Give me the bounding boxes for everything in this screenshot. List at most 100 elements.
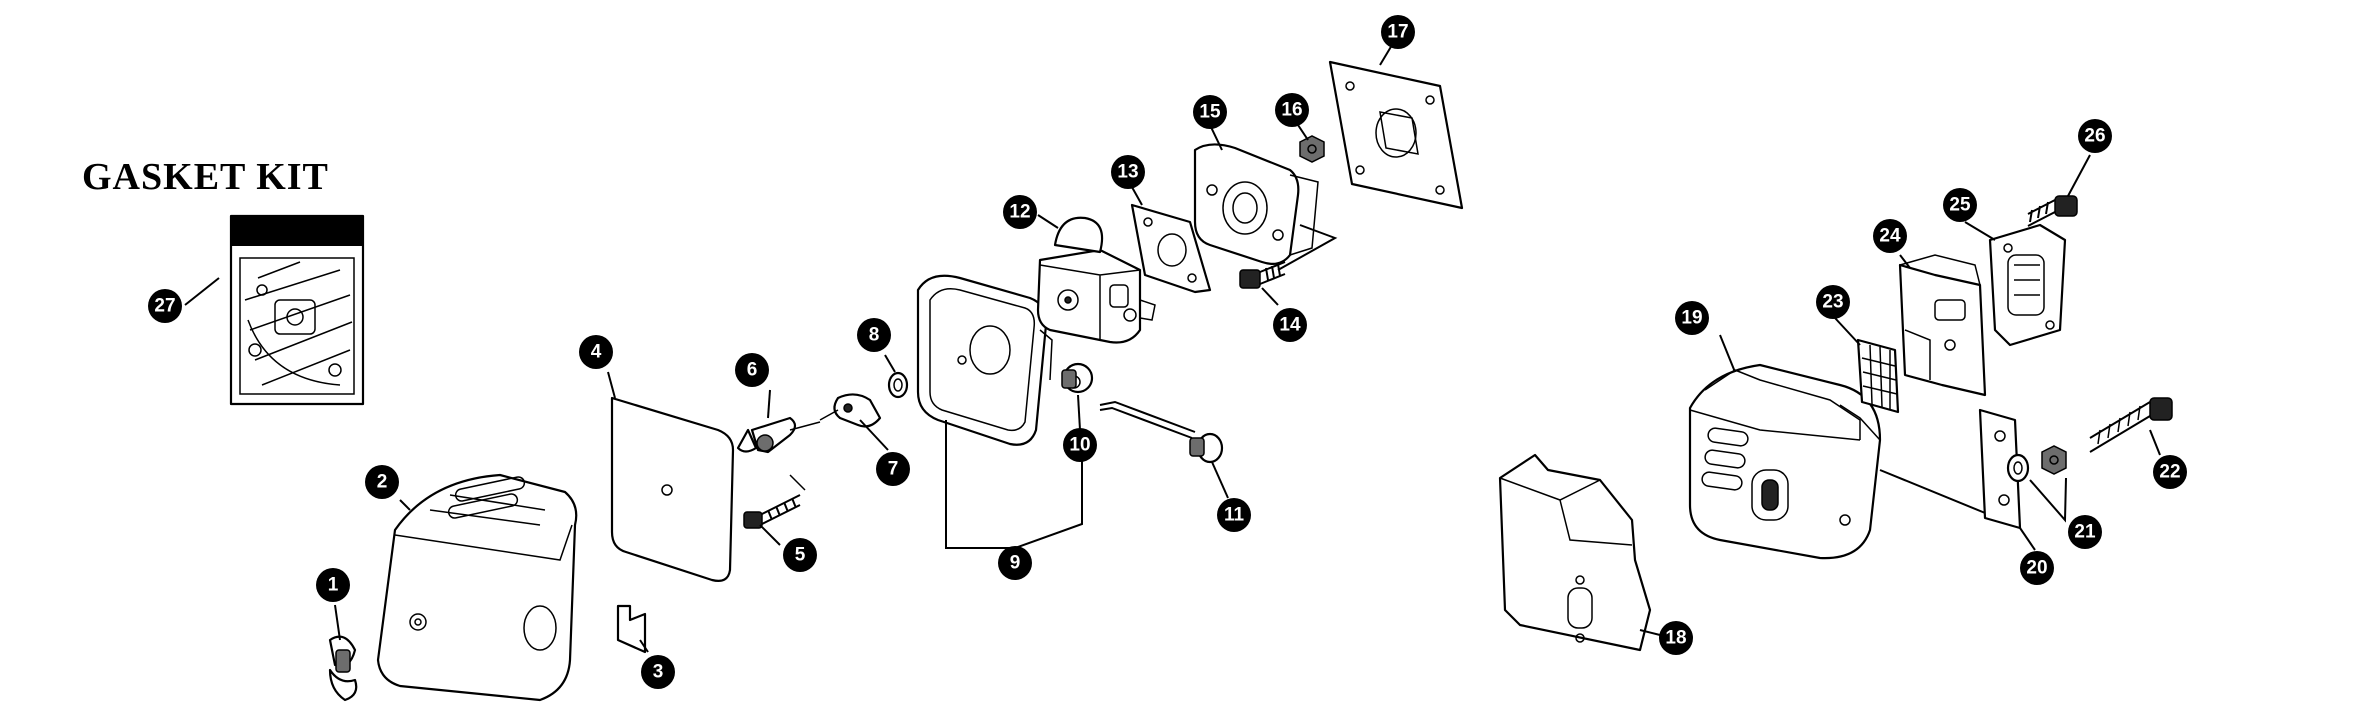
wing-nut xyxy=(328,635,358,702)
callout-circle xyxy=(1659,621,1693,655)
callout-number: 18 xyxy=(1665,628,1686,649)
callout-number: 21 xyxy=(2074,522,2096,543)
callout-7: 7 xyxy=(876,452,910,486)
callout-5: 5 xyxy=(783,538,817,572)
callout-number: 5 xyxy=(795,545,806,566)
leader-lines xyxy=(334,44,2091,653)
callout-number: 27 xyxy=(154,296,175,317)
bolt-22 xyxy=(2089,397,2173,456)
callout-19: 19 xyxy=(1675,301,1709,335)
muffler-mount-plate xyxy=(1978,408,2036,551)
callout-number: 22 xyxy=(2159,462,2180,483)
callout-26: 26 xyxy=(2078,119,2112,153)
air-box-base xyxy=(916,274,1083,549)
callout-number: 4 xyxy=(591,342,602,363)
callout-number: 7 xyxy=(888,459,899,480)
callout-circle xyxy=(2020,551,2054,585)
muffler-gasket xyxy=(1988,223,2067,347)
callout-number: 20 xyxy=(2026,558,2047,579)
callout-1: 1 xyxy=(316,568,350,602)
gasket-kit-title: GASKET KIT xyxy=(82,156,329,198)
callout-number: 23 xyxy=(1822,292,1843,313)
callout-circle xyxy=(1275,93,1309,127)
callout-number: 13 xyxy=(1117,162,1138,183)
callout-2: 2 xyxy=(365,465,399,499)
callout-circle xyxy=(735,353,769,387)
callout-circle xyxy=(857,318,891,352)
callout-circle xyxy=(641,655,675,689)
callout-25: 25 xyxy=(1943,188,1977,222)
callout-11: 11 xyxy=(1217,498,1251,532)
callout-number: 12 xyxy=(1009,202,1030,223)
callout-circle xyxy=(1193,95,1227,129)
callout-number: 8 xyxy=(869,325,880,346)
callout-circle xyxy=(1675,301,1709,335)
cylinder-gasket xyxy=(1328,60,1464,210)
callout-27: 27 xyxy=(148,289,182,323)
intake-insulator xyxy=(1193,143,1338,271)
callout-number: 15 xyxy=(1199,102,1221,123)
air-filter-element xyxy=(610,396,735,582)
callout-circle xyxy=(1273,308,1307,342)
callout-circle xyxy=(876,452,910,486)
callout-circle xyxy=(1063,428,1097,462)
choke-plate xyxy=(819,393,882,428)
muffler xyxy=(1688,363,1993,560)
callout-12: 12 xyxy=(1003,195,1037,229)
callout-circle xyxy=(783,538,817,572)
callout-circle xyxy=(1217,498,1251,532)
choke-rod xyxy=(1099,400,1224,464)
callout-14: 14 xyxy=(1273,308,1307,342)
callout-number: 16 xyxy=(1281,100,1302,121)
callout-circle xyxy=(1381,15,1415,49)
callout-21: 21 xyxy=(2068,515,2102,549)
nut-and-washer xyxy=(2006,445,2067,523)
callout-number: 1 xyxy=(328,575,339,596)
callout-17: 17 xyxy=(1381,15,1415,49)
bolt-26 xyxy=(2027,195,2078,227)
callout-18: 18 xyxy=(1659,621,1693,655)
callout-circle xyxy=(316,568,350,602)
callout-circle xyxy=(1873,219,1907,253)
grommet xyxy=(1061,362,1094,394)
muffler-heat-shield xyxy=(1498,453,1661,652)
air-filter-cover xyxy=(376,473,578,702)
callout-13: 13 xyxy=(1111,155,1145,189)
callout-number: 17 xyxy=(1387,22,1408,43)
muffler-baffle xyxy=(1898,254,1987,397)
callout-number: 2 xyxy=(377,472,388,493)
callout-number: 9 xyxy=(1010,553,1021,574)
callout-circle xyxy=(1111,155,1145,189)
callout-number: 3 xyxy=(653,662,664,683)
spark-arrestor-screen xyxy=(1856,338,1900,414)
callout-24: 24 xyxy=(1873,219,1907,253)
callout-circle xyxy=(365,465,399,499)
gasket-kit-package xyxy=(184,214,365,406)
callout-number: 26 xyxy=(2084,126,2105,147)
washer-8 xyxy=(887,371,909,399)
callout-circle xyxy=(1943,188,1977,222)
carburetor-gasket xyxy=(1130,203,1212,294)
callout-number: 14 xyxy=(1279,315,1301,336)
callout-10: 10 xyxy=(1063,428,1097,462)
callout-4: 4 xyxy=(579,335,613,369)
callout-circle xyxy=(2078,119,2112,153)
callout-circle xyxy=(2153,455,2187,489)
callout-circle xyxy=(1003,195,1037,229)
carburetor xyxy=(1036,216,1156,344)
choke-lever xyxy=(736,416,821,454)
callout-circle xyxy=(148,289,182,323)
callout-number: 10 xyxy=(1069,435,1090,456)
callout-number: 6 xyxy=(747,360,758,381)
callout-number: 19 xyxy=(1681,308,1702,329)
bolt-14 xyxy=(1239,261,1286,289)
callout-22: 22 xyxy=(2153,455,2187,489)
callout-circle xyxy=(579,335,613,369)
screw-5 xyxy=(743,474,806,529)
callout-9: 9 xyxy=(998,546,1032,580)
callout-circle xyxy=(998,546,1032,580)
callout-circle xyxy=(2068,515,2102,549)
